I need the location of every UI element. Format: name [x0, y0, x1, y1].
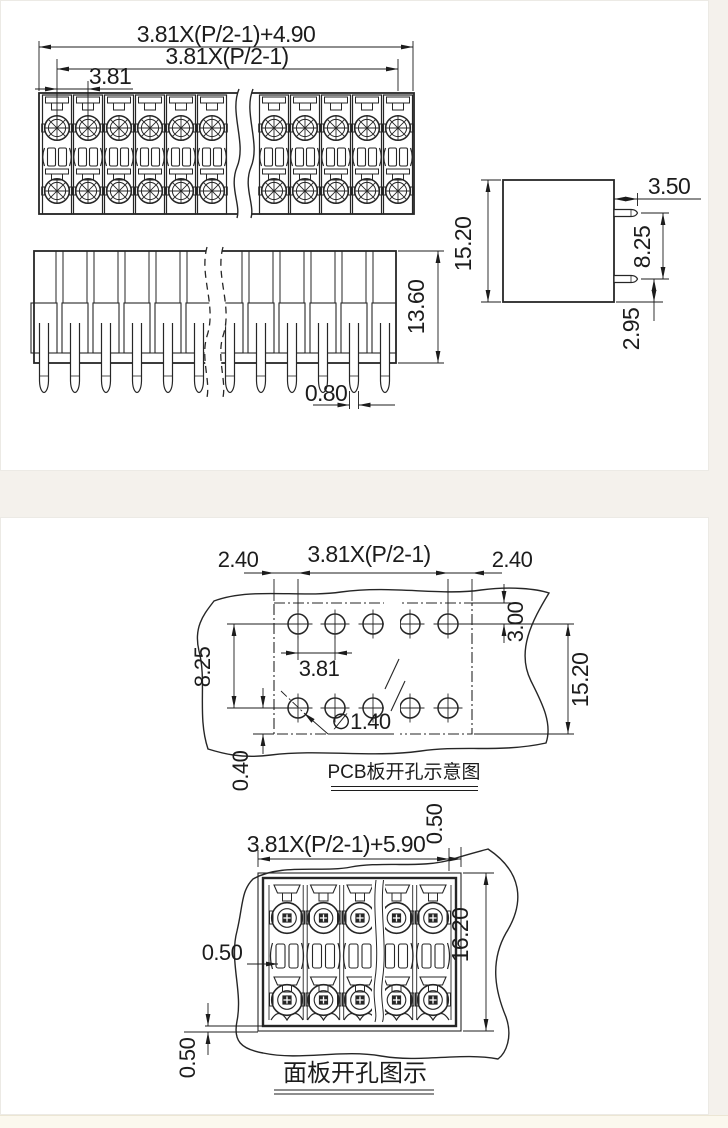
dim-pin-row-spacing: 8.25: [629, 226, 655, 268]
side-view-drawing: [502, 179, 639, 303]
top-view-dimensions: 3.81X(P/2-1)+4.90 3.81X(P/2-1) 3.81: [35, 21, 414, 119]
pcb-board-outline: [196, 587, 551, 758]
cutout-drawing-card: 2.40 3.81X(P/2-1) 2.40 8.25 3.81 0.40 3.…: [0, 517, 709, 1115]
break-line-top-view: [234, 89, 255, 218]
dim-pin-bottom-offset: 2.95: [618, 308, 644, 350]
connector-dimension-drawing: 3.81X(P/2-1)+4.90 3.81X(P/2-1) 3.81: [30, 21, 701, 409]
pcb-view-drawing: [196, 587, 551, 758]
front-view-drawing: [30, 246, 397, 402]
page-bottom-strip: [0, 1115, 728, 1128]
break-line-front-view: [204, 247, 227, 401]
dim-pin-length: 3.50: [648, 173, 690, 199]
top-view-drawing: [38, 88, 415, 219]
dim-panel-clearance-left: 0.50: [202, 940, 243, 965]
dim-pcb-edge-left: 2.40: [218, 547, 259, 572]
break-gap-panel: [372, 880, 385, 1022]
panel-outline: [233, 848, 519, 1060]
dim-panel-clearance-top-right: 0.50: [422, 803, 447, 844]
dimension-drawing-card: 3.81X(P/2-1)+4.90 3.81X(P/2-1) 3.81: [0, 0, 709, 471]
dim-pin-width: 0.80: [305, 380, 347, 406]
panel-view-caption: 面板开孔图示: [283, 1060, 427, 1087]
front-view-dimensions: 13.60 0.80: [305, 250, 444, 409]
dim-pcb-row-spacing: 8.25: [190, 646, 215, 687]
dim-pcb-top-row-offset: 3.00: [503, 601, 528, 642]
panel-cutout-opening: [261, 876, 458, 1028]
dim-pin-span: 3.81X(P/2-1): [165, 43, 288, 69]
pcb-view-caption: PCB板开孔示意图: [327, 761, 480, 783]
side-view-dimensions: 15.20 3.50 8.25 2.95: [450, 173, 701, 350]
dim-pcb-pitch: 3.81: [299, 656, 340, 681]
dim-pcb-total-height: 15.20: [567, 653, 593, 708]
pcb-and-panel-cutout-drawing: 2.40 3.81X(P/2-1) 2.40 8.25 3.81 0.40 3.…: [175, 541, 593, 1095]
dim-total-width: 3.81X(P/2-1)+4.90: [137, 21, 315, 47]
dim-panel-cutout-height: 16.20: [447, 908, 473, 963]
panel-view-dimensions: 3.81X(P/2-1)+5.90 0.50 16.20 0.50 0.50: [175, 803, 494, 1078]
pcb-view-dimensions: 2.40 3.81X(P/2-1) 2.40 8.25 3.81 0.40 3.…: [190, 541, 593, 791]
dim-panel-cutout-width: 3.81X(P/2-1)+5.90: [247, 831, 425, 857]
dim-body-height: 13.60: [403, 280, 429, 335]
dim-pcb-bottom-offset: 0.40: [228, 750, 253, 791]
dim-pcb-hole-span: 3.81X(P/2-1): [307, 541, 430, 567]
dim-pcb-edge-right: 2.40: [492, 547, 533, 572]
panel-view-drawing: [233, 848, 519, 1060]
dim-panel-clearance-bottom: 0.50: [175, 1037, 200, 1078]
break-gap-pcb: [384, 598, 400, 739]
dim-side-height: 15.20: [450, 217, 476, 272]
dim-pitch: 3.81: [89, 63, 131, 89]
panel-cutout-outer: [257, 872, 462, 1032]
dim-pcb-hole-diameter: ∅1.40: [332, 709, 391, 734]
